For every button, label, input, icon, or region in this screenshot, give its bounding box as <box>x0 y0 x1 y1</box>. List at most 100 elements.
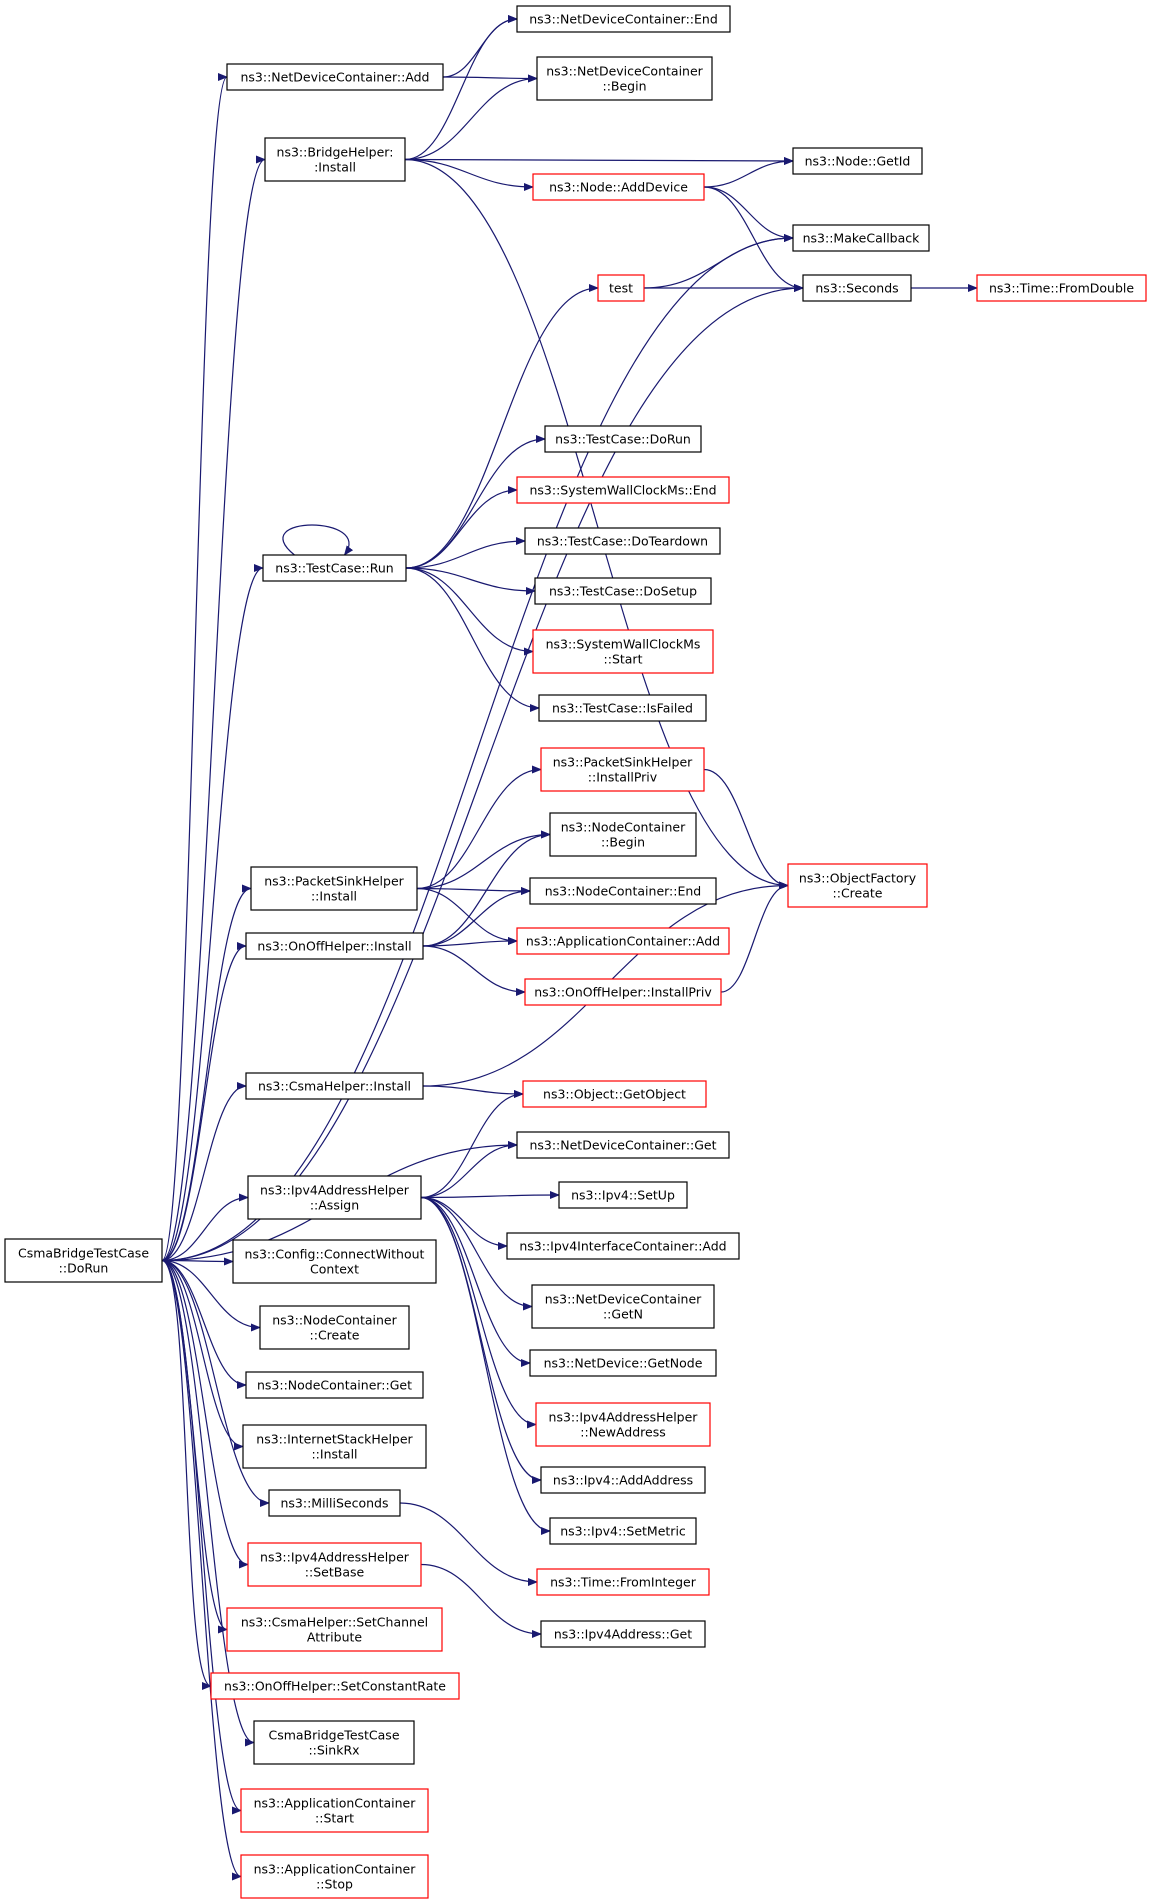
node-tcDoSetup-label-0: ns3::TestCase::DoSetup <box>549 584 697 599</box>
node-pshInstall-label-0: ns3::PacketSinkHelper <box>264 874 404 889</box>
node-tcDoTeardown-label-0: ns3::TestCase::DoTeardown <box>537 534 708 549</box>
edge-pshInstall-to-ncEnd <box>416 886 531 895</box>
node-sinkRx-label-0: CsmaBridgeTestCase <box>268 1728 399 1743</box>
node-appcAdd[interactable]: ns3::ApplicationContainer::Add <box>516 927 730 955</box>
node-ipv4Assign[interactable]: ns3::Ipv4AddressHelper::Assign <box>247 1175 422 1220</box>
node-csmaSetChannelAttr-box <box>226 1607 443 1652</box>
node-ipv4AddrGet[interactable]: ns3::Ipv4Address::Get <box>540 1620 706 1648</box>
edge-pshInstall-to-appcAdd <box>416 887 518 945</box>
node-timeFromInteger[interactable]: ns3::Time::FromInteger <box>536 1568 710 1596</box>
node-tcIsFailed-label-0: ns3::TestCase::IsFailed <box>552 701 693 716</box>
edge-ndcAdd-to-ndcEnd <box>442 15 518 78</box>
node-ofCreate[interactable]: ns3::ObjectFactory::Create <box>787 863 928 908</box>
node-cfgConnect-label-0: ns3::Config::ConnectWithout <box>245 1247 425 1262</box>
node-ndGetNode[interactable]: ns3::NetDevice::GetNode <box>529 1349 717 1377</box>
node-bridgeInstall-label-1: :Install <box>314 160 356 175</box>
node-bridgeInstall-label-0: ns3::BridgeHelper: <box>277 145 394 160</box>
node-timeFromDouble[interactable]: ns3::Time::FromDouble <box>976 274 1147 302</box>
node-test[interactable]: test <box>597 274 645 302</box>
node-ipv4NewAddress-label-0: ns3::Ipv4AddressHelper <box>549 1410 699 1425</box>
node-tcDoRun[interactable]: ns3::TestCase::DoRun <box>544 425 702 453</box>
node-nodeAddDevice[interactable]: ns3::Node::AddDevice <box>532 173 705 201</box>
node-doRun-label-1: ::DoRun <box>59 1261 109 1276</box>
node-onoffSetConstantRate[interactable]: ns3::OnOffHelper::SetConstantRate <box>210 1672 460 1700</box>
node-tcDoRun-box <box>544 425 702 453</box>
node-ncEnd[interactable]: ns3::NodeContainer::End <box>529 877 717 905</box>
edge-doRun-to-milliSeconds <box>161 1259 270 1507</box>
node-swcEnd[interactable]: ns3::SystemWallClockMs::End <box>516 476 730 504</box>
node-tcRun[interactable]: ns3::TestCase::Run <box>262 554 407 582</box>
node-tcIsFailed[interactable]: ns3::TestCase::IsFailed <box>538 694 707 722</box>
node-swcStart-label-1: ::Start <box>604 652 643 667</box>
node-onoffInstall[interactable]: ns3::OnOffHelper::Install <box>245 932 424 960</box>
node-seconds[interactable]: ns3::Seconds <box>802 274 912 302</box>
node-ipv4SetMetric-label-0: ns3::Ipv4::SetMetric <box>560 1524 686 1539</box>
node-ndcEnd-label-0: ns3::NetDeviceContainer::End <box>529 12 718 27</box>
edge-milliSeconds-to-timeFromInteger <box>399 1502 538 1586</box>
node-swcStart-box <box>532 629 714 674</box>
node-ncBegin[interactable]: ns3::NodeContainer::Begin <box>549 812 697 857</box>
node-ipv4AddrGet-box <box>540 1620 706 1648</box>
node-makeCallback[interactable]: ns3::MakeCallback <box>792 224 930 252</box>
node-ipv4SetBase[interactable]: ns3::Ipv4AddressHelper::SetBase <box>247 1542 422 1587</box>
node-ipv4icAdd-box <box>506 1232 740 1260</box>
node-csmaInstall[interactable]: ns3::CsmaHelper::Install <box>245 1072 424 1100</box>
node-pshInstallPriv-label-0: ns3::PacketSinkHelper <box>553 755 693 770</box>
node-sinkRx[interactable]: CsmaBridgeTestCase::SinkRx <box>253 1720 415 1765</box>
node-tcDoRun-label-0: ns3::TestCase::DoRun <box>555 432 691 447</box>
node-ndcGetN[interactable]: ns3::NetDeviceContainer::GetN <box>531 1284 715 1329</box>
edge-bridgeInstall-to-ndcEnd <box>404 15 518 161</box>
node-pshInstall[interactable]: ns3::PacketSinkHelper::Install <box>250 866 418 911</box>
node-nodeGetId[interactable]: ns3::Node::GetId <box>792 147 923 175</box>
node-onoffInstall-box <box>245 932 424 960</box>
node-doRun[interactable]: CsmaBridgeTestCase::DoRun <box>4 1238 163 1283</box>
node-ipv4NewAddress[interactable]: ns3::Ipv4AddressHelper::NewAddress <box>535 1402 711 1447</box>
node-doRun-box <box>4 1238 163 1283</box>
edge-doRun-to-appcStop <box>161 1259 242 1881</box>
node-ncGet[interactable]: ns3::NodeContainer::Get <box>245 1371 424 1399</box>
edge-tcRun-to-tcDoTeardown <box>405 537 526 569</box>
node-tcDoSetup[interactable]: ns3::TestCase::DoSetup <box>534 577 712 605</box>
edge-onoffInstallPriv-to-ofCreate <box>720 881 789 993</box>
node-ncCreate-box <box>259 1305 410 1350</box>
node-ndcGet-label-0: ns3::NetDeviceContainer::Get <box>529 1138 716 1153</box>
edge-doRun-to-ndcAdd <box>161 73 228 1262</box>
node-ipv4SetUp[interactable]: ns3::Ipv4::SetUp <box>558 1181 688 1209</box>
node-ndcBegin[interactable]: ns3::NetDeviceContainer::Begin <box>536 56 713 101</box>
node-ndcAdd[interactable]: ns3::NetDeviceContainer::Add <box>226 63 444 91</box>
node-bridgeInstall[interactable]: ns3::BridgeHelper::Install <box>264 137 406 182</box>
node-ipv4icAdd[interactable]: ns3::Ipv4InterfaceContainer::Add <box>506 1232 740 1260</box>
node-csmaInstall-label-0: ns3::CsmaHelper::Install <box>258 1079 411 1094</box>
edge-onoffInstall-to-ncEnd <box>422 887 531 947</box>
node-swcStart[interactable]: ns3::SystemWallClockMs::Start <box>532 629 714 674</box>
node-pshInstallPriv[interactable]: ns3::PacketSinkHelper::InstallPriv <box>540 747 705 792</box>
node-csmaSetChannelAttr-label-0: ns3::CsmaHelper::SetChannel <box>241 1615 428 1630</box>
node-onoffInstallPriv[interactable]: ns3::OnOffHelper::InstallPriv <box>524 978 722 1006</box>
node-onoffSetConstantRate-label-0: ns3::OnOffHelper::SetConstantRate <box>224 1679 446 1694</box>
node-objGetObject-label-0: ns3::Object::GetObject <box>543 1087 686 1102</box>
node-timeFromInteger-box <box>536 1568 710 1596</box>
node-appcStop[interactable]: ns3::ApplicationContainer::Stop <box>240 1854 429 1899</box>
edge-pshInstallPriv-to-ofCreate <box>703 768 789 890</box>
node-appcStop-label-0: ns3::ApplicationContainer <box>254 1862 417 1877</box>
node-ncBegin-box <box>549 812 697 857</box>
node-ipv4NewAddress-box <box>535 1402 711 1447</box>
node-nodeAddDevice-label-0: ns3::Node::AddDevice <box>549 180 688 195</box>
node-milliSeconds[interactable]: ns3::MilliSeconds <box>268 1489 401 1517</box>
node-pshInstallPriv-box <box>540 747 705 792</box>
node-appcStart[interactable]: ns3::ApplicationContainer::Start <box>240 1788 429 1833</box>
node-tcDoTeardown[interactable]: ns3::TestCase::DoTeardown <box>524 527 721 555</box>
node-ipv4Assign-label-1: ::Assign <box>310 1198 359 1213</box>
node-ndcGet[interactable]: ns3::NetDeviceContainer::Get <box>516 1131 730 1159</box>
node-ndcEnd[interactable]: ns3::NetDeviceContainer::End <box>516 5 731 33</box>
node-ipv4SetMetric[interactable]: ns3::Ipv4::SetMetric <box>549 1517 697 1545</box>
node-ipv4AddAddress-box <box>540 1466 706 1494</box>
node-ipv4AddAddress[interactable]: ns3::Ipv4::AddAddress <box>540 1466 706 1494</box>
node-ncCreate[interactable]: ns3::NodeContainer::Create <box>259 1305 410 1350</box>
node-csmaInstall-box <box>245 1072 424 1100</box>
node-objGetObject[interactable]: ns3::Object::GetObject <box>522 1080 707 1108</box>
node-appcStart-label-0: ns3::ApplicationContainer <box>254 1796 417 1811</box>
node-ishInstall[interactable]: ns3::InternetStackHelper::Install <box>242 1424 427 1469</box>
